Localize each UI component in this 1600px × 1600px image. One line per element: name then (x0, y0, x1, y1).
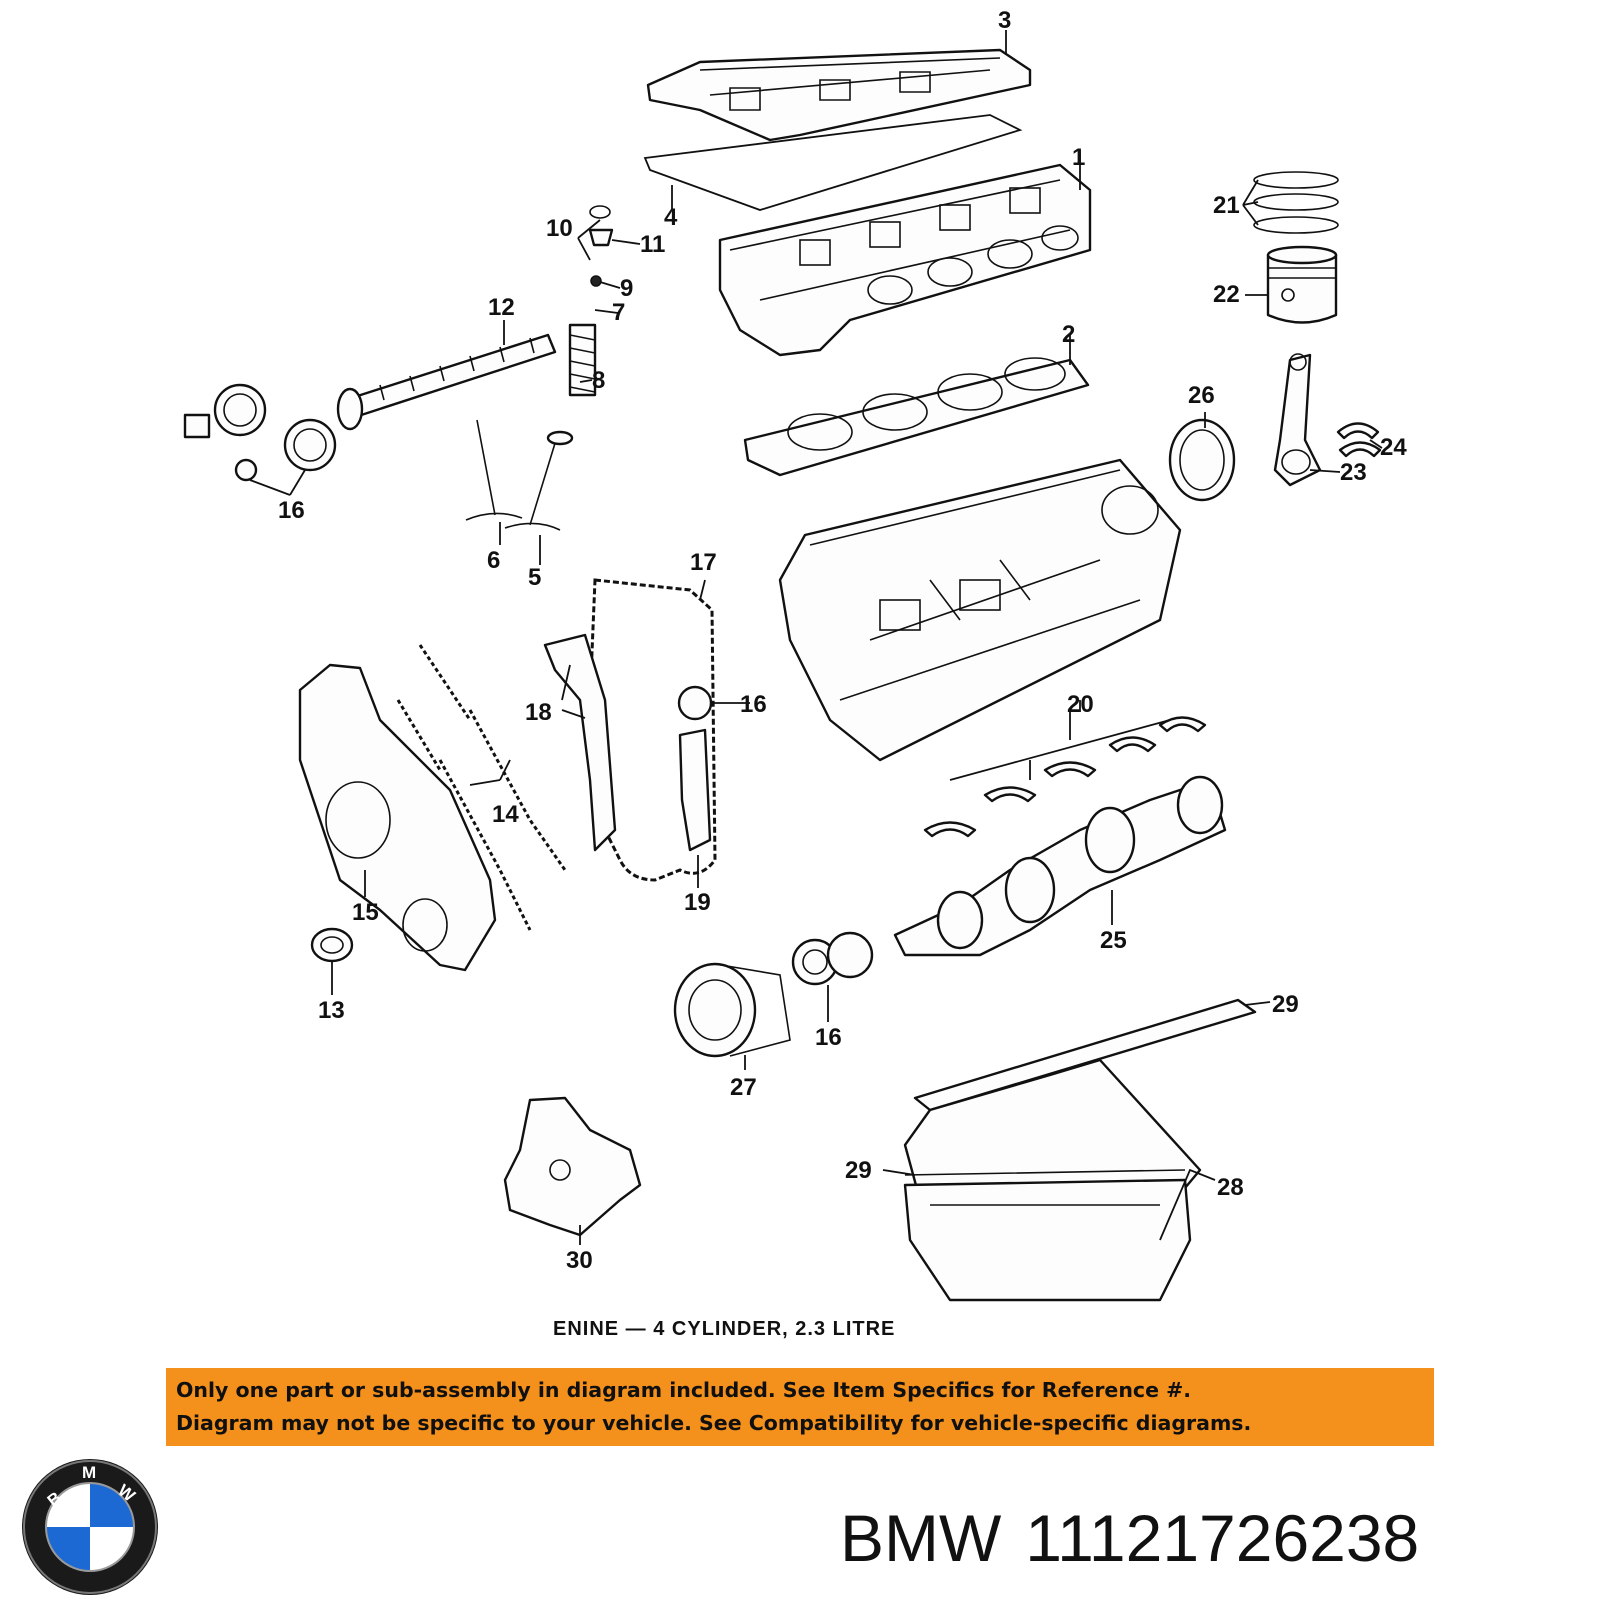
crank-pulley (673, 962, 791, 1058)
leader-lines (249, 30, 1383, 1245)
callout: 1 (1072, 144, 1085, 171)
callout: 9 (620, 275, 633, 302)
diagram-caption: ENINE — 4 CYLINDER, 2.3 LITRE (553, 1318, 896, 1340)
logo-letter-m: M (82, 1463, 96, 1482)
callout-labels: 3 1 4 2 21 22 26 23 24 12 10 11 9 7 8 6 … (278, 7, 1407, 1274)
callout: 3 (998, 7, 1011, 34)
valve-cover (646, 48, 1032, 142)
crankshaft (893, 775, 1227, 957)
tensioner-guide (543, 633, 617, 852)
callout: 17 (690, 549, 717, 576)
callout: 14 (492, 801, 519, 828)
callout: 15 (352, 899, 379, 926)
part-number: 11121726238 (1025, 1501, 1420, 1575)
compatibility-notice: Only one part or sub-assembly in diagram… (166, 1368, 1434, 1446)
callout: 5 (528, 564, 541, 591)
camshaft (336, 333, 557, 431)
oil-pan (903, 998, 1257, 1302)
cover-gaskets (396, 644, 567, 931)
cam-sprockets (183, 383, 337, 482)
connecting-rod (1273, 353, 1322, 487)
callout: 12 (488, 294, 515, 321)
crank-sprocket-small (677, 685, 713, 721)
callout: 23 (1340, 459, 1367, 486)
callout: 2 (1062, 321, 1075, 348)
timing-chain (588, 578, 717, 882)
callout: 11 (640, 231, 665, 258)
callout: 21 (1213, 192, 1240, 219)
callout: 7 (612, 299, 625, 326)
callout: 25 (1100, 927, 1127, 954)
callout: 27 (730, 1074, 757, 1101)
callout: 29 (845, 1157, 872, 1184)
cylinder-head (718, 163, 1092, 357)
brand-name: BMW (840, 1501, 1002, 1575)
notice-line-1: Only one part or sub-assembly in diagram… (176, 1378, 1192, 1402)
bmw-logo-icon: B M W (22, 1459, 158, 1595)
timing-cover (298, 663, 497, 972)
callout: 26 (1188, 382, 1215, 409)
crank-sprocket (791, 931, 874, 986)
engine-exploded-diagram: 3 1 4 2 21 22 26 23 24 12 10 11 9 7 8 6 … (183, 7, 1407, 1302)
callout: 4 (664, 204, 678, 231)
engine-block (778, 458, 1182, 762)
piston-rings (1253, 171, 1339, 234)
callout: 22 (1213, 281, 1240, 308)
notice-line-2: Diagram may not be specific to your vehi… (176, 1411, 1252, 1435)
valve-cover-gasket (643, 114, 1023, 211)
callout: 19 (684, 889, 711, 916)
head-gasket (743, 357, 1090, 477)
rod-bearings (1336, 422, 1382, 458)
callout: 20 (1067, 691, 1094, 718)
callout: 10 (546, 215, 573, 242)
front-crank-seal (310, 927, 354, 963)
callout: 16 (740, 691, 767, 718)
chain-guide (678, 728, 712, 852)
callout: 6 (487, 547, 500, 574)
callout: 8 (592, 367, 605, 394)
rear-main-seal (1168, 418, 1236, 502)
piston (1266, 245, 1338, 324)
callout: 29 (1272, 991, 1299, 1018)
callout: 13 (318, 997, 345, 1024)
callout: 16 (815, 1024, 842, 1051)
callout: 28 (1217, 1174, 1244, 1201)
callout: 16 (278, 497, 305, 524)
valve-train (465, 205, 614, 531)
callout: 30 (566, 1247, 593, 1274)
oil-pump (503, 1096, 642, 1237)
main-bearings (923, 710, 1207, 838)
callout: 18 (525, 699, 552, 726)
callout: 24 (1380, 434, 1407, 461)
part-title: BMW 11121726238 (840, 1500, 1443, 1576)
